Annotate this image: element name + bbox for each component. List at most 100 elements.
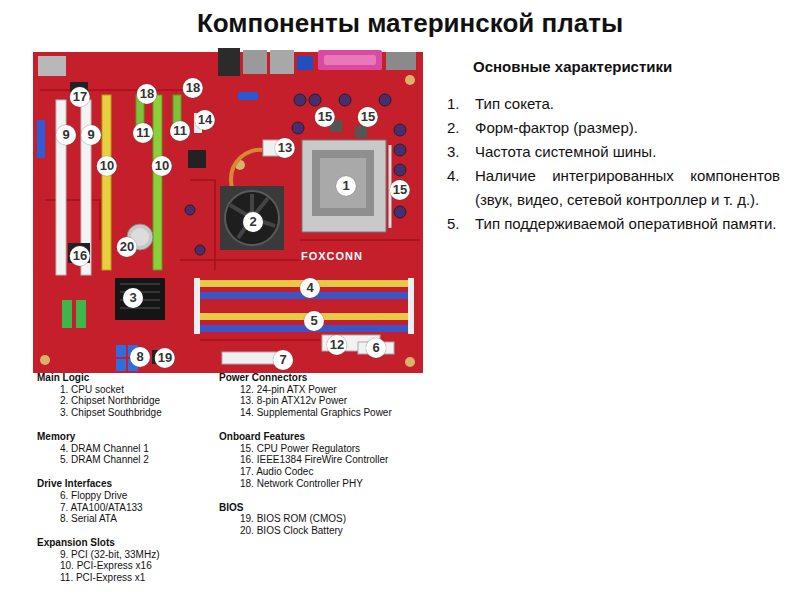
list-number: 2. — [447, 116, 475, 140]
io-panel-part — [324, 55, 376, 65]
list-text: Тип поддерживаемой оперативной памяти. — [475, 212, 780, 236]
list-row: 4.Наличие интегрированных компонентов (з… — [447, 164, 780, 212]
pcb-part — [405, 357, 415, 367]
key-heading: Memory — [37, 431, 75, 443]
onboard-chips-part — [188, 150, 206, 168]
onboard-chips — [62, 82, 206, 328]
memory-slots-part — [194, 278, 200, 334]
expansion-slots-part — [102, 95, 111, 270]
key-item: 8. Serial ATA — [60, 513, 117, 525]
io-panel-part — [38, 56, 66, 76]
pcb-part — [40, 355, 50, 365]
list-number: 5. — [447, 212, 475, 236]
cpu-socket-part — [312, 150, 374, 216]
memory-slots — [194, 278, 414, 334]
list-number: 3. — [447, 140, 475, 164]
callout-number: 9 — [81, 125, 101, 145]
io-panel-part — [243, 50, 267, 74]
key-item: 13. 8-pin ATX12v Power — [240, 395, 347, 407]
list-row: 1.Тип сокета. — [447, 92, 780, 116]
callout-number: 6 — [366, 338, 386, 358]
key-item: 1. CPU socket — [60, 384, 124, 396]
feature-list: 1.Тип сокета.2.Форм-фактор (размер).3.Ча… — [447, 92, 780, 236]
key-heading: Power Connectors — [219, 372, 307, 384]
callout-number: 9 — [56, 125, 76, 145]
list-text: Тип сокета. — [475, 92, 780, 116]
power-regulators-part — [394, 164, 406, 176]
callout-number: 4 — [300, 278, 320, 298]
memory-slots-part — [198, 325, 410, 332]
key-item: 16. IEEE1384 FireWire Controller — [240, 454, 388, 466]
io-panel-part — [218, 48, 240, 76]
key-item: 15. CPU Power Regulators — [240, 443, 360, 455]
key-item: 17. Audio Codec — [240, 466, 313, 478]
cpu-socket — [302, 140, 390, 232]
key-item: 20. BIOS Clock Battery — [240, 525, 343, 537]
key-heading: Main Logic — [37, 372, 89, 384]
southbridge-part — [115, 278, 165, 320]
key-item: 9. PCI (32-bit, 33MHz) — [60, 549, 159, 561]
key-heading: Onboard Features — [219, 431, 305, 443]
power-regulators-part — [379, 94, 391, 106]
list-text: Наличие интегрированных компонентов (зву… — [475, 164, 780, 212]
callout-number: 3 — [123, 288, 143, 308]
onboard-chips-part — [76, 300, 86, 328]
list-row: 2.Форм-фактор (размер). — [447, 116, 780, 140]
brand-logo: FOXCONN — [301, 250, 363, 262]
callout-number: 11 — [170, 121, 190, 141]
key-heading: Expansion Slots — [37, 537, 115, 549]
key-item: 7. ATA100/ATA133 — [60, 502, 143, 514]
power-regulators-part — [294, 94, 306, 106]
onboard-chips-part — [62, 300, 72, 328]
drive-and-power-connectors — [116, 113, 394, 371]
key-heading: BIOS — [219, 502, 243, 514]
callout-number: 11 — [133, 123, 153, 143]
callout-number: 8 — [130, 347, 150, 367]
northbridge-heatsink-part — [220, 186, 284, 250]
pcb — [33, 52, 423, 373]
key-item: 11. PCI-Express x1 — [60, 572, 145, 584]
list-heading: Основные характеристики — [473, 58, 672, 75]
northbridge-heatsink-part — [230, 194, 275, 238]
io-panel — [38, 48, 416, 76]
key-item: 2. Chipset Northbridge — [60, 395, 160, 407]
key-item: 5. DRAM Channel 2 — [60, 454, 149, 466]
cpu-socket-part — [320, 158, 366, 208]
expansion-slots-part — [238, 92, 258, 100]
power-regulators-part — [355, 126, 367, 138]
slide-title: Компоненты материнской платы — [20, 8, 800, 39]
key-item: 19. BIOS ROM (CMOS) — [240, 513, 346, 525]
key-item: 14. Supplemental Graphics Power — [240, 407, 392, 419]
list-row: 5.Тип поддерживаемой оперативной памяти. — [447, 212, 780, 236]
key-item: 6. Floppy Drive — [60, 490, 127, 502]
key-item: 4. DRAM Channel 1 — [60, 443, 149, 455]
northbridge-heatsink — [220, 150, 284, 250]
power-regulators-part — [394, 124, 406, 136]
power-regulators-part — [394, 144, 406, 156]
io-panel-part — [297, 56, 313, 70]
list-text: Частота системной шины. — [475, 140, 780, 164]
pcb-part — [33, 52, 423, 373]
callout-number: 5 — [304, 311, 324, 331]
list-number: 1. — [447, 92, 475, 116]
cpu-socket-part — [302, 140, 386, 232]
memory-slots-part — [408, 278, 414, 334]
list-text: Форм-фактор (размер). — [475, 116, 780, 140]
io-panel-part — [318, 50, 382, 70]
list-row: 3.Частота системной шины. — [447, 140, 780, 164]
expansion-slots-part — [37, 120, 45, 158]
power-regulators-part — [394, 206, 406, 218]
drive-and-power-connectors-part — [116, 345, 126, 357]
power-regulators-part — [292, 122, 304, 134]
power-regulators-part — [339, 94, 351, 106]
southbridge — [115, 278, 165, 320]
callout-number: 2 — [243, 212, 263, 232]
key-item: 3. Chipset Southbridge — [60, 407, 162, 419]
io-panel-part — [386, 52, 416, 70]
io-panel-part — [270, 50, 294, 74]
key-heading: Drive Interfaces — [37, 478, 112, 490]
key-item: 10. PCI-Express x16 — [60, 560, 152, 572]
pcb-part — [405, 75, 415, 85]
key-item: 18. Network Controller PHY — [240, 478, 363, 490]
